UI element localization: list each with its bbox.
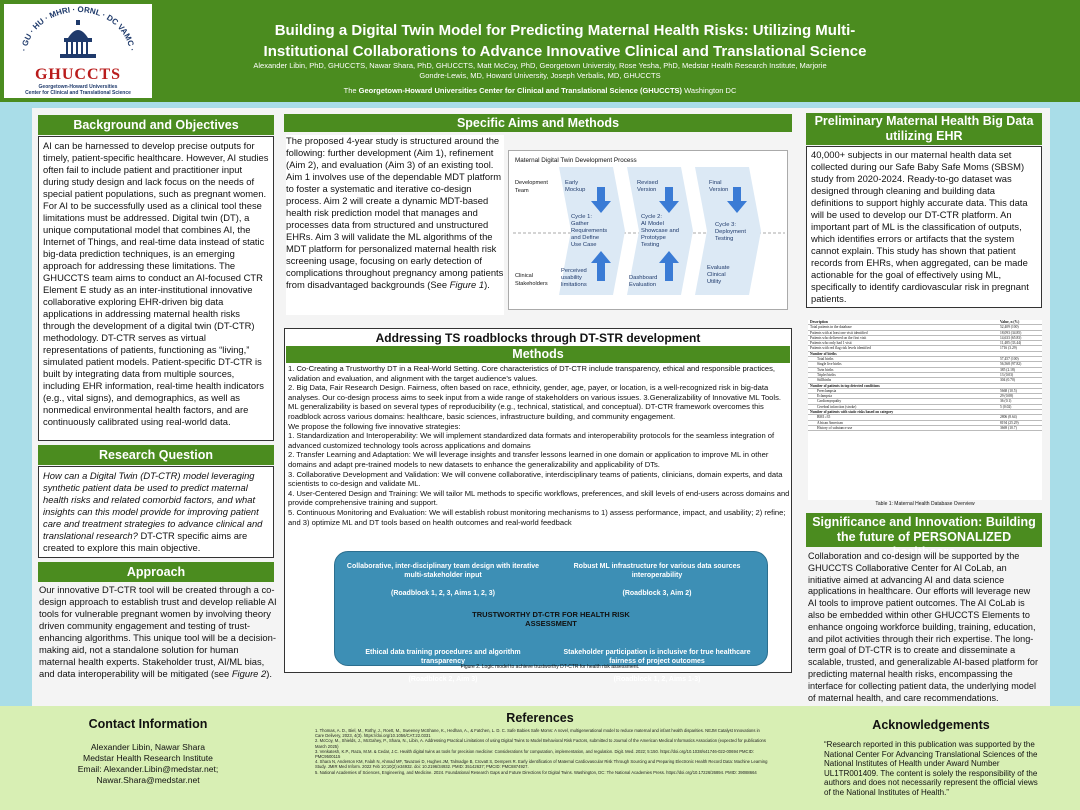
logic-center: TRUSTWORTHY DT-CTR FOR HEALTH RISK ASSES… — [472, 610, 630, 628]
significance-heading: Significance and Innovation: Building th… — [806, 513, 1042, 559]
logic-quadrant-2: Robust ML infrastructure for various dat… — [573, 563, 741, 597]
table-row: Number of patients in top detected condi… — [808, 383, 1042, 389]
reference-item: 1. Thomas, A. D., Biel, M., Rothy, J., R… — [315, 728, 760, 739]
poster-authors: Alexander Libin, PhD, GHUCCTS, Nawar Sha… — [253, 61, 827, 80]
background-heading: Background and Objectives — [38, 115, 274, 135]
logic-model: Collaborative, inter-disciplinary team d… — [334, 551, 768, 683]
table-caption: Table 1: Maternal Health Database Overvi… — [875, 501, 975, 507]
significance-text: Collaboration and co-design will be supp… — [808, 551, 1039, 703]
poster-header — [0, 0, 1080, 102]
logo-subtitle: Georgetown-Howard Universities Center fo… — [25, 84, 131, 96]
reference-item: 4. Shara N, Anderson KM, Falah N, Ahmad … — [315, 759, 768, 770]
logic-quadrant-1: Collaborative, inter-disciplinary team d… — [346, 563, 540, 597]
table-row: Patients with red flag risk levels ident… — [808, 345, 1042, 352]
diagram-row-clinical: Clinical — [515, 273, 533, 279]
references-heading: References — [506, 711, 574, 725]
logic-quadrant-3: Ethical data training procedures and alg… — [365, 649, 521, 683]
contact-heading: Contact Information — [88, 717, 208, 731]
table-row: Patients with at least one visit identif… — [808, 330, 1042, 336]
acknowledgements-heading: Acknowledgements — [872, 718, 990, 732]
table-header-description: Description — [808, 320, 998, 326]
logic-model-caption: Figure 2. Logic model to achieve trustwo… — [460, 664, 640, 670]
diagram-row-development: Development — [515, 180, 548, 186]
roadblocks-heading: Addressing TS roadblocks through DT-STR … — [375, 331, 701, 345]
logic-quadrant-4: Stakeholder participation is inclusive f… — [563, 649, 751, 683]
table-row: Number of births — [808, 351, 1042, 358]
svg-text:Development Team C: Development Team Clinical Stakeholders — [515, 180, 550, 287]
research-question-heading: Research Question — [38, 445, 274, 465]
preliminary-heading: Preliminary Maternal Health Big Data uti… — [806, 113, 1042, 145]
references-list: 1. Thomas, A. D., Biel, M., Rothy, J., R… — [315, 728, 770, 775]
contact-info: Alexander Libin, Nawar Shara Medstar Hea… — [77, 742, 219, 785]
diagram-title: Maternal Digital Twin Development Proces… — [515, 157, 637, 164]
reference-item: 3. Venkatesh, K.P., Raza, M.M. & Cedar, … — [315, 748, 754, 760]
footer-background — [0, 706, 1080, 810]
aims-text: The proposed 4-year study is structured … — [286, 135, 504, 315]
table-header-value: Value, n (%) — [998, 320, 1042, 326]
reference-item: 5. National Academies of Sciences, Engin… — [315, 769, 757, 775]
table-row: Cerebral infarction (stroke)5 (0.02) — [808, 404, 1042, 411]
background-text: AI can be harnessed to develop precise o… — [38, 136, 274, 441]
approach-text: Our innovative DT-CTR tool will be creat… — [39, 584, 277, 679]
logo-wordmark: GHUCCTS — [34, 66, 122, 83]
research-question-text: How can a Digital Twin (DT-CTR) model le… — [38, 466, 274, 558]
poster-title: Building a Digital Twin Model for Predic… — [263, 22, 867, 60]
aims-heading: Specific Aims and Methods — [284, 114, 792, 132]
table-row: Number of patients with static risks bas… — [808, 409, 1042, 416]
reference-item: 2. McCoy, M., Shields, J., McGahey, P., … — [315, 738, 766, 749]
capitol-dome-icon — [60, 20, 96, 58]
approach-heading: Approach — [38, 562, 274, 582]
methods-heading: Methods — [286, 346, 790, 363]
acknowledgements-text: “Research reported in this publication w… — [824, 740, 1038, 797]
table-row: Patients who delivered on the first visi… — [808, 335, 1042, 342]
methods-text: 1. Co-Creating a Trustworthy DT in a Rea… — [288, 364, 790, 527]
mdt-process-diagram: Maternal Digital Twin Development Proces… — [508, 150, 788, 310]
ghuccts-logo: · GU · HU · MHRI · ORNL · DC VAMC · GHUC… — [4, 4, 152, 98]
preliminary-text: 40,000+ subjects in our maternal health … — [806, 146, 1042, 308]
center-affiliation: The Georgetown-Howard Universities Cente… — [343, 86, 737, 95]
